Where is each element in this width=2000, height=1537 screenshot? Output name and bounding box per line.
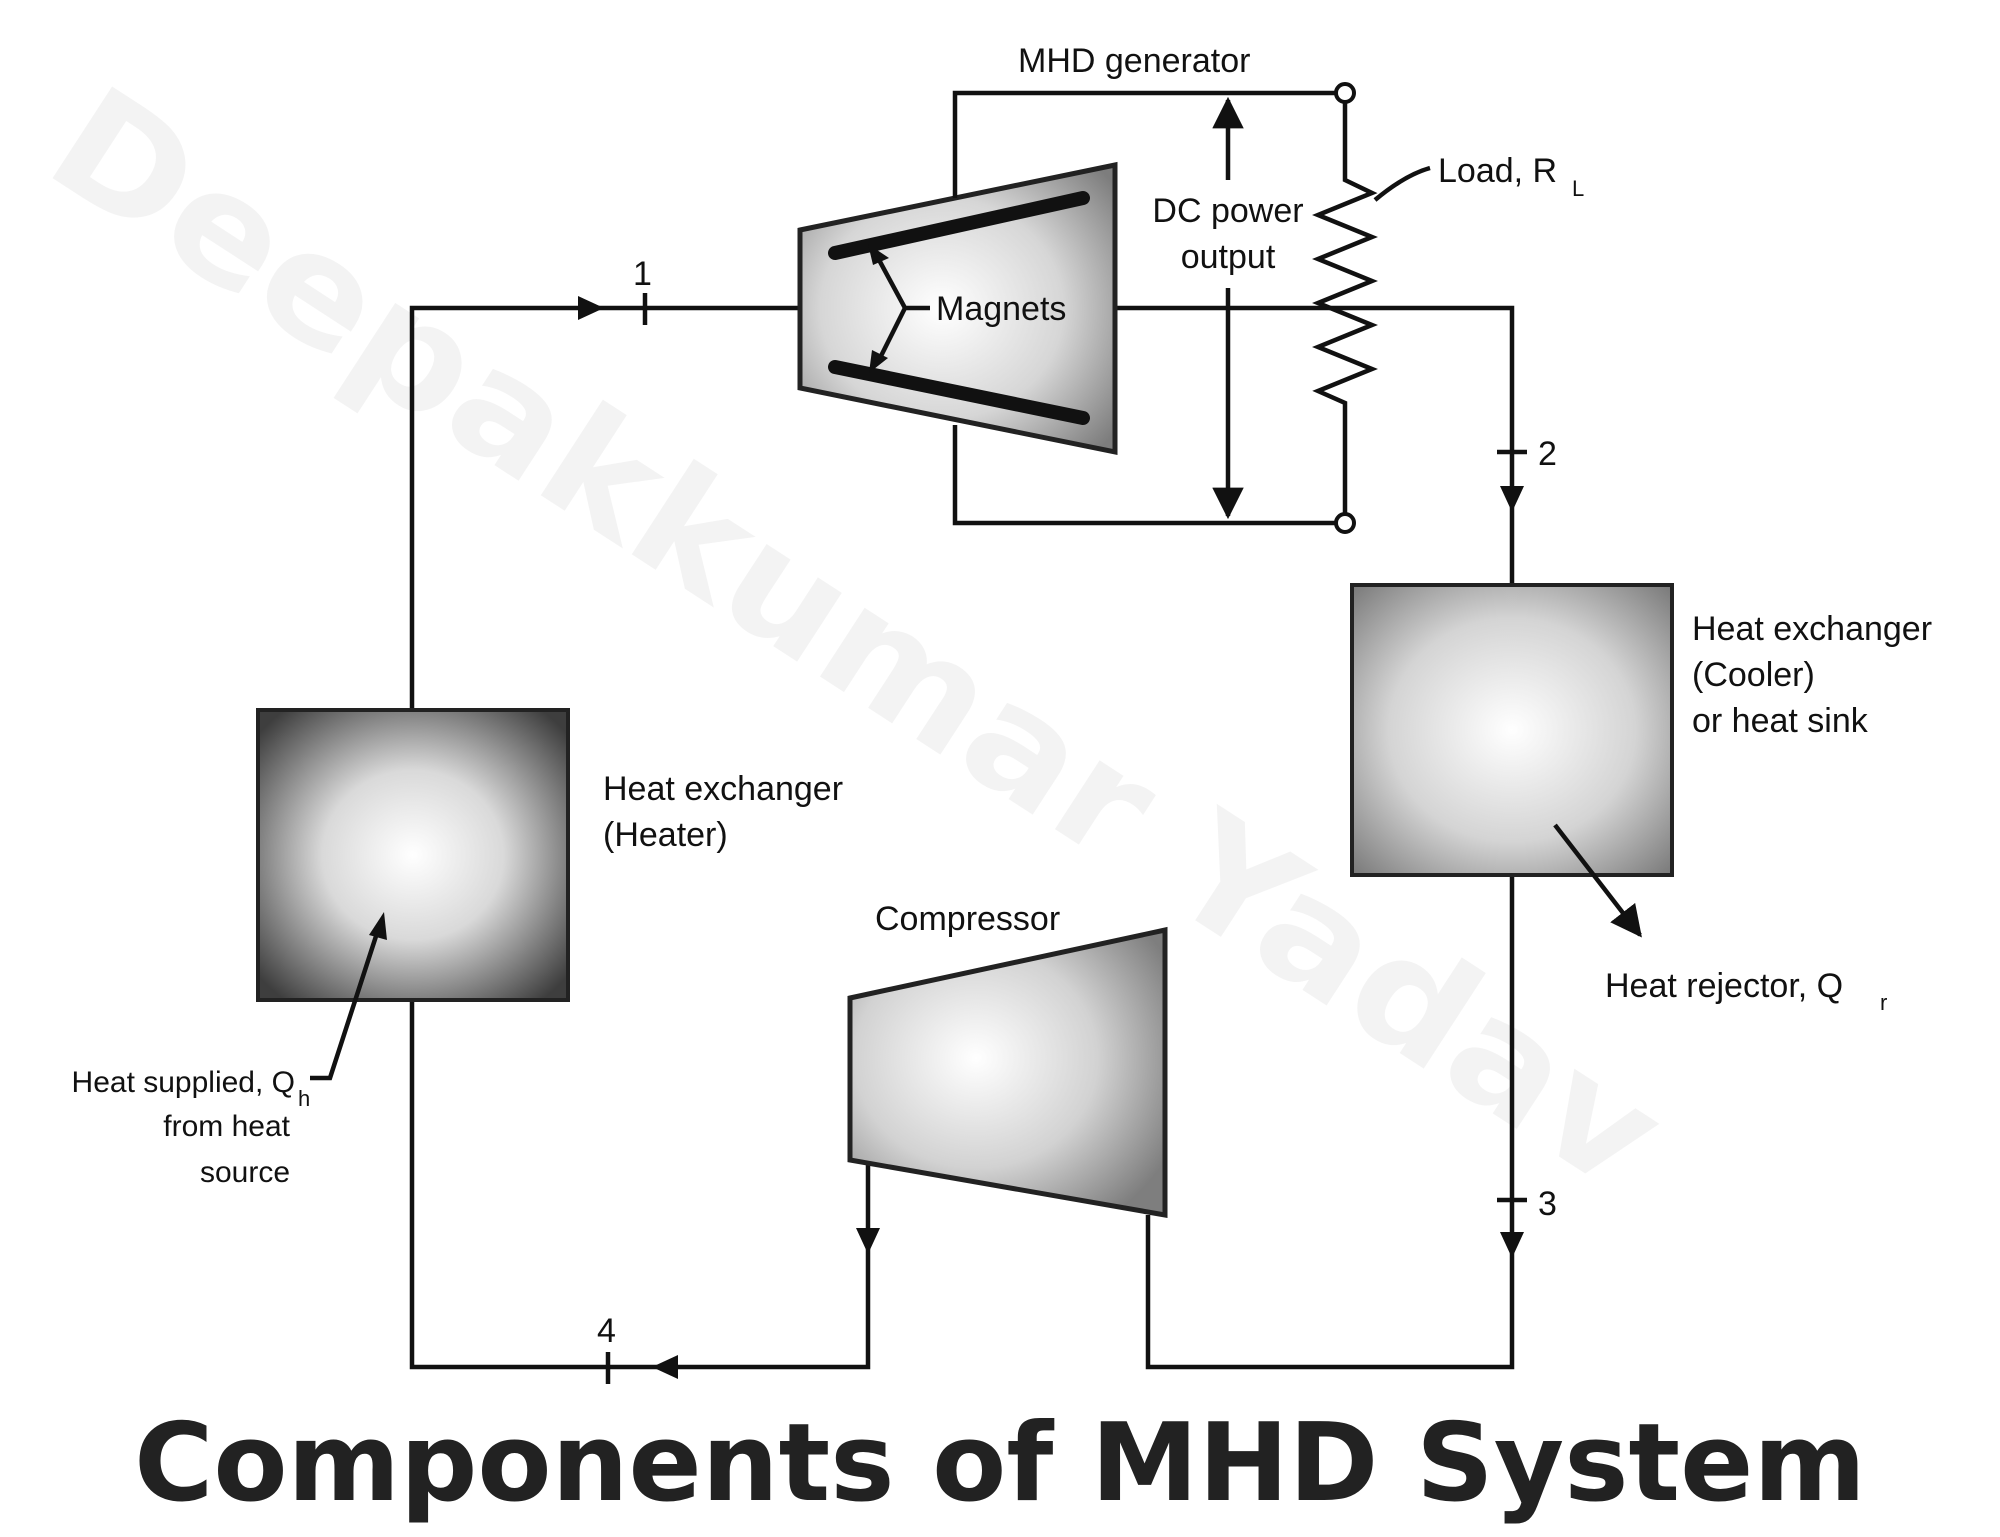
point-4-label: 4 [597,1312,616,1350]
heat-rejector-label: Heat rejector, Q [1605,967,1843,1005]
point-3-label: 3 [1538,1185,1557,1223]
electrode-wire-top [952,90,1345,198]
magnets-label: Magnets [936,290,1066,328]
magnet-top [828,191,1090,260]
flow-arrow-4 [652,1355,678,1379]
load-pointer [1373,165,1431,202]
cooler-label-line1: Heat exchanger [1692,610,1932,648]
heat-supplied-label-line3: source [200,1156,290,1189]
magnets-pointer [876,256,930,360]
electrode-wire-bottom [952,425,1345,526]
heat-supplied-arrowhead [369,912,387,940]
flow-arrow-compressor-out [856,1228,880,1254]
compressor [847,926,1168,1218]
mhd-generator-label: MHD generator [1018,42,1250,80]
dc-power-label-line2: output [1181,238,1276,276]
pipe-heater-to-generator [409,305,800,710]
pipe-compressor-to-heater [409,1000,871,1370]
page-title: Components of MHD System [134,1401,1866,1526]
heater-label-line2: (Heater) [603,816,728,854]
heat-exchanger-cooler [1350,583,1674,877]
heat-supplied-label-line2: from heat [163,1110,290,1143]
load-resistor [1312,102,1378,514]
pipe-cooler-to-junction [1145,875,1515,1370]
terminal-bottom [1334,512,1356,534]
heat-supplied-label-subscript: h [298,1086,310,1111]
heater-label-line1: Heat exchanger [603,770,843,808]
heat-exchanger-heater [256,708,570,1002]
magnets-arrowhead-top [868,244,889,265]
heat-rejector-pointer [1553,823,1642,938]
heat-supplied-pointer [310,929,381,1081]
load-label: Load, R [1438,152,1557,190]
flow-arrow-2 [1500,486,1524,512]
dc-power-label-line1: DC power [1152,192,1303,230]
magnets-arrowhead-bottom [869,350,888,373]
cooler-label-line2: (Cooler) [1692,656,1815,694]
heat-supplied-label-line1: Heat supplied, Q [72,1066,295,1099]
pipe-generator-to-cooler [1115,305,1515,585]
point-1-label: 1 [633,255,652,293]
cooler-label-line3: or heat sink [1692,702,1869,740]
flow-arrow-3 [1500,1232,1524,1258]
flow-arrow-1 [578,296,604,320]
magnet-bottom [828,360,1090,425]
load-label-subscript: L [1572,176,1584,201]
terminal-top [1334,82,1356,104]
point-2-label: 2 [1538,435,1557,473]
compressor-label: Compressor [875,900,1060,938]
heat-rejector-label-subscript: r [1880,990,1887,1015]
